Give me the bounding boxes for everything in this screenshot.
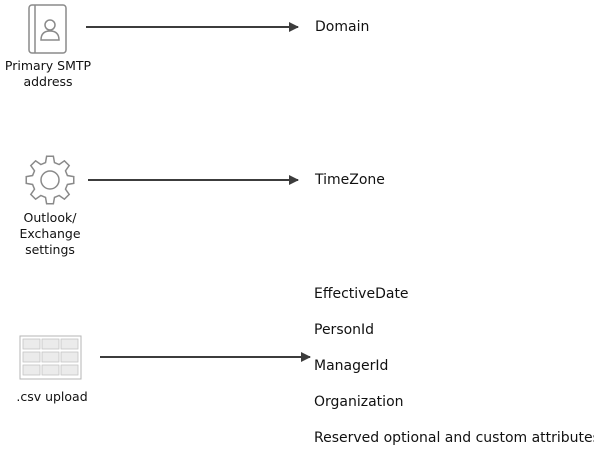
csv-label-line: .csv upload: [16, 389, 88, 404]
grid-cell: [60, 351, 79, 363]
csv-source-label: .csv upload: [4, 389, 100, 405]
grid-cell: [22, 338, 41, 350]
grid-cell: [22, 351, 41, 363]
smtp-label-line: address: [23, 74, 73, 89]
contact-card-icon: [28, 4, 67, 54]
target-domain: Domain: [315, 19, 370, 35]
smtp-source-label: Primary SMTP address: [0, 58, 96, 90]
settings-label-line: settings: [25, 242, 75, 257]
grid-cell: [41, 364, 60, 376]
settings-source-label: Outlook/ Exchange settings: [2, 210, 98, 258]
settings-label-line: Outlook/: [23, 210, 77, 225]
grid-cell: [41, 338, 60, 350]
grid-cell: [22, 364, 41, 376]
grid-cell: [41, 351, 60, 363]
target-organization: Organization: [314, 394, 404, 410]
spreadsheet-grid-icon: [19, 335, 82, 380]
gear-icon: [25, 155, 75, 205]
target-manager-id: ManagerId: [314, 358, 389, 374]
target-reserved-attributes: Reserved optional and custom attributes: [314, 430, 594, 446]
target-timezone: TimeZone: [315, 172, 385, 188]
settings-label-line: Exchange: [19, 226, 81, 241]
grid-cell: [60, 338, 79, 350]
smtp-label-line: Primary SMTP: [4, 58, 92, 73]
target-effective-date: EffectiveDate: [314, 286, 409, 302]
target-person-id: PersonId: [314, 322, 375, 338]
grid-cell: [60, 364, 79, 376]
